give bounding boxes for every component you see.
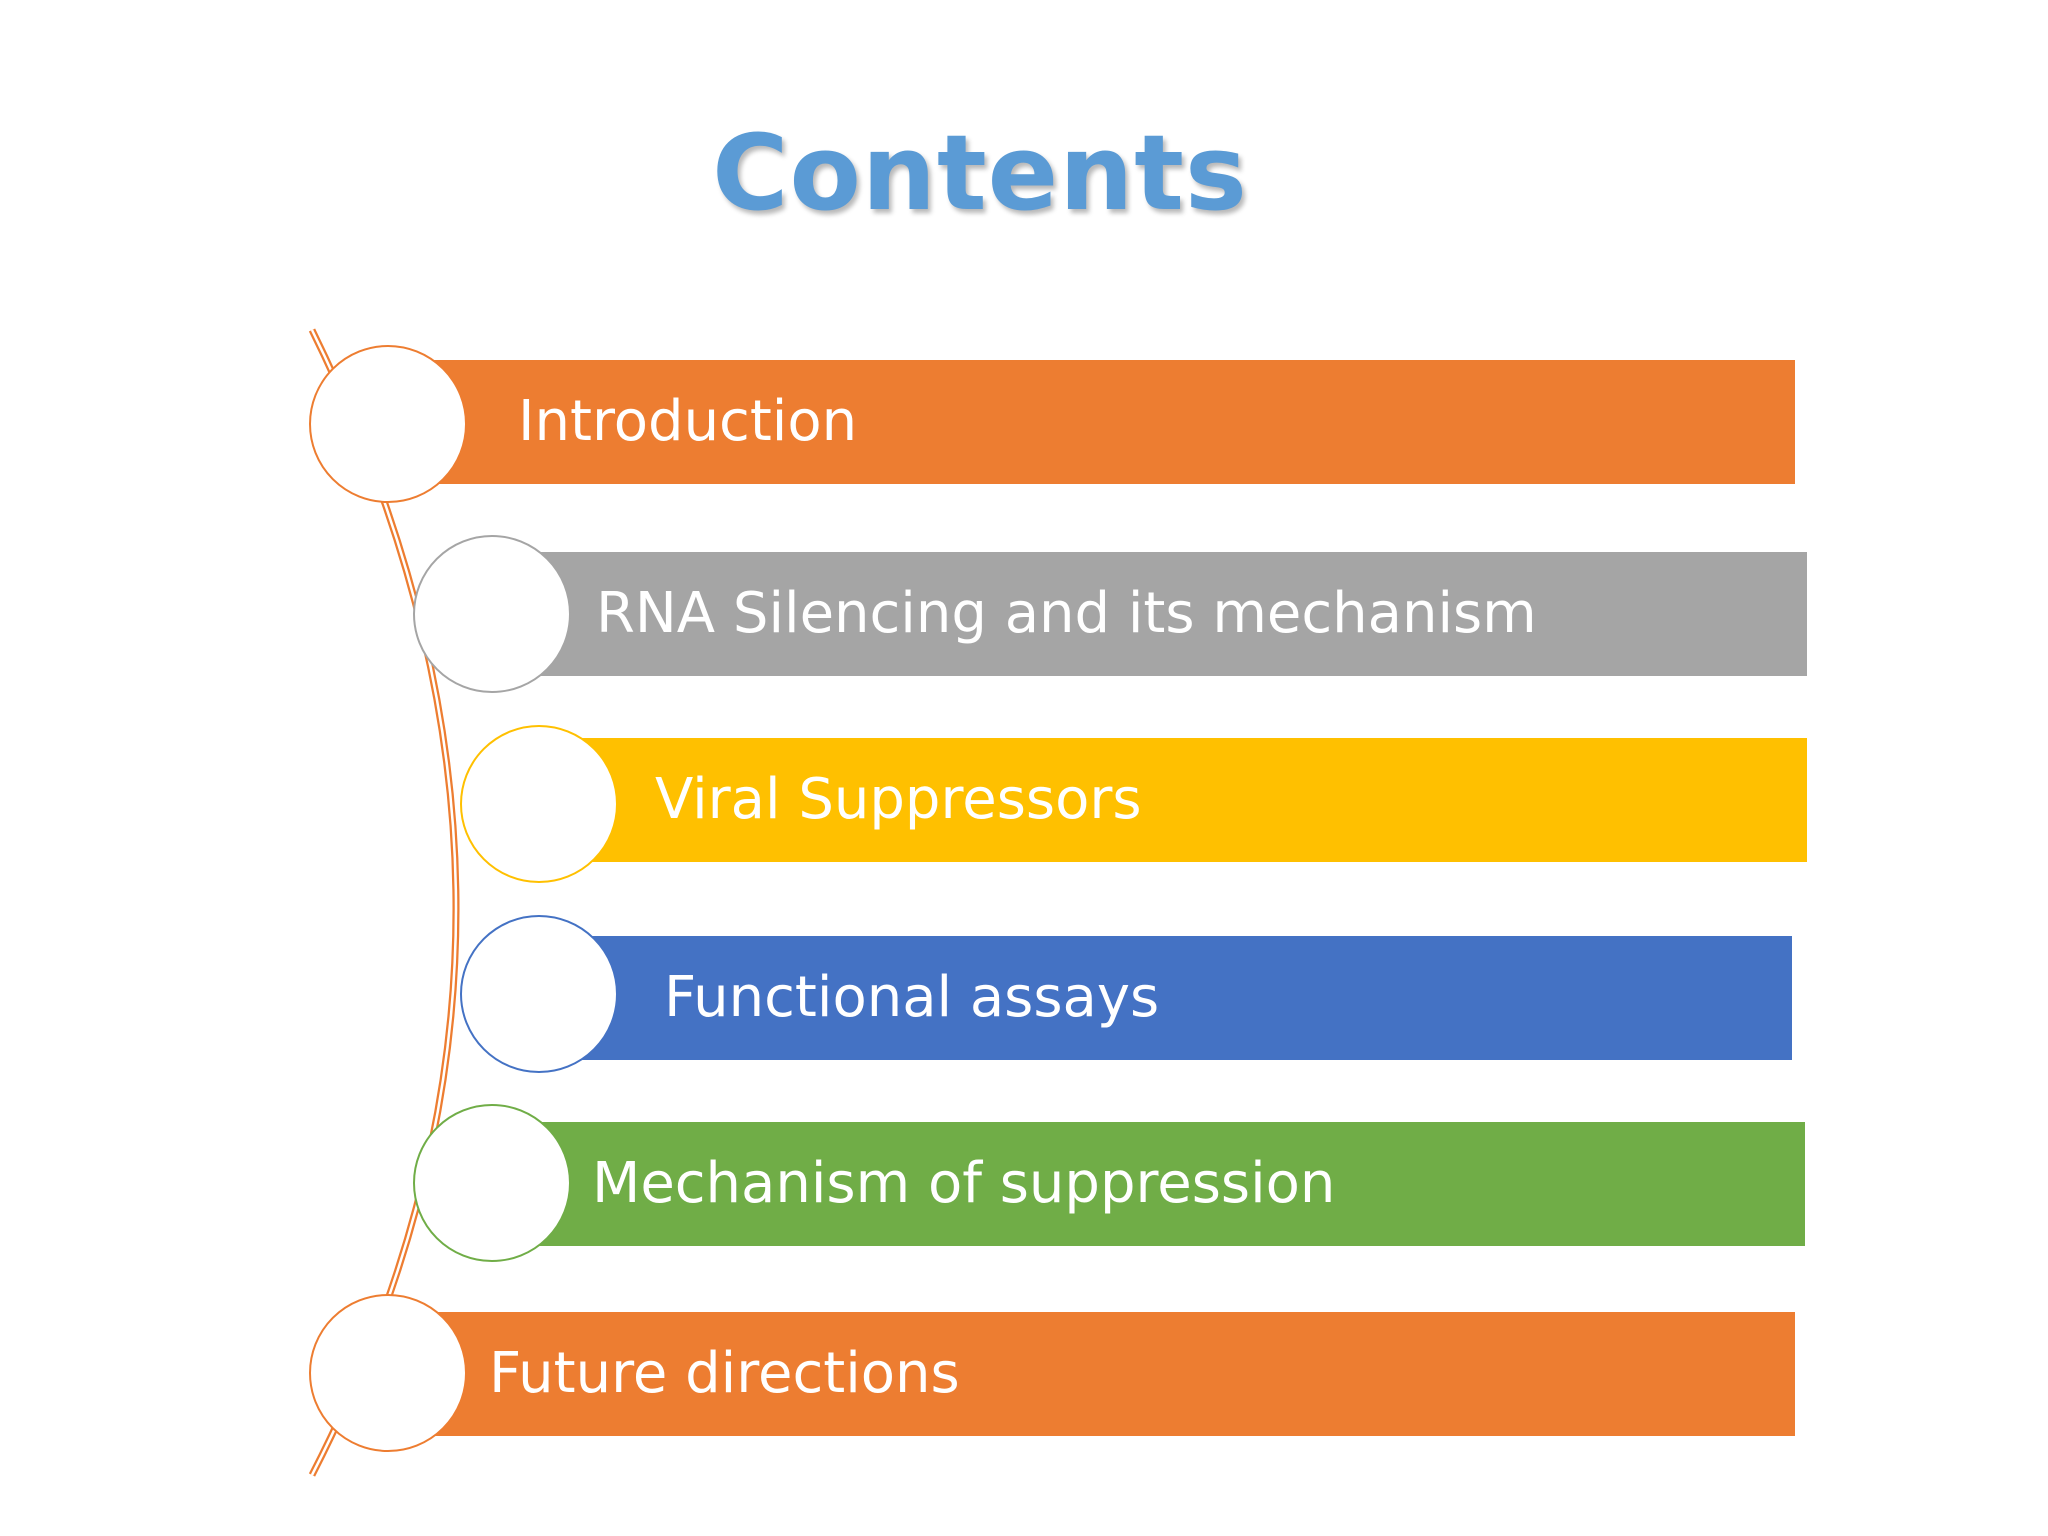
contents-item-functional-assays-bar[interactable] bbox=[575, 936, 1792, 1060]
contents-item-viral-suppressors-label: Viral Suppressors bbox=[655, 767, 1142, 832]
slide-title: Contents bbox=[712, 112, 1248, 234]
contents-item-introduction-bar[interactable] bbox=[430, 360, 1795, 484]
item-marker-circle bbox=[309, 345, 467, 503]
contents-item-introduction-label: Introduction bbox=[518, 389, 858, 454]
contents-item-mechanism-of-suppression-label: Mechanism of suppression bbox=[592, 1151, 1336, 1216]
contents-item-future-directions-bar[interactable] bbox=[430, 1312, 1795, 1436]
contents-item-future-directions-label: Future directions bbox=[489, 1341, 960, 1406]
item-marker-circle bbox=[309, 1294, 467, 1452]
contents-item-viral-suppressors-bar[interactable] bbox=[575, 738, 1807, 862]
contents-item-rna-silencing-label: RNA Silencing and its mechanism bbox=[596, 581, 1537, 646]
item-marker-circle bbox=[460, 725, 618, 883]
item-marker-circle bbox=[413, 1104, 571, 1262]
contents-item-mechanism-of-suppression-bar[interactable] bbox=[520, 1122, 1805, 1246]
item-marker-circle bbox=[413, 535, 571, 693]
contents-item-functional-assays-label: Functional assays bbox=[664, 965, 1160, 1030]
item-marker-circle bbox=[460, 915, 618, 1073]
contents-item-rna-silencing-bar[interactable] bbox=[520, 552, 1807, 676]
